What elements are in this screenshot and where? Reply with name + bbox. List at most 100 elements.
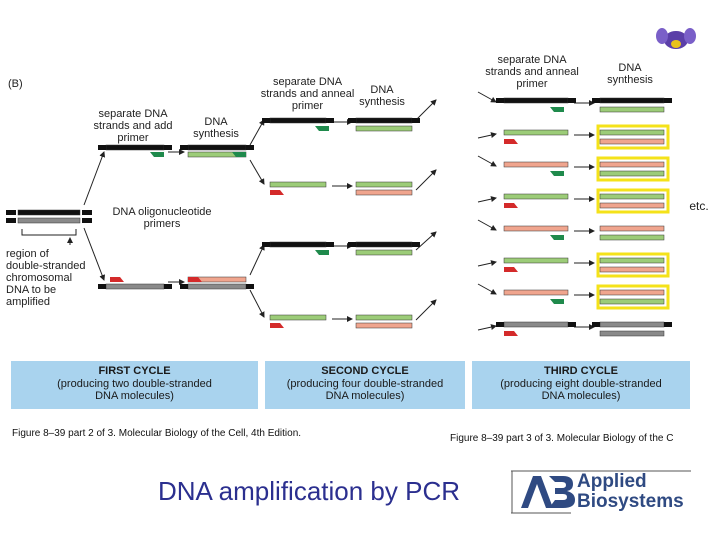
dna-strand	[355, 189, 413, 196]
label-oligo-primers: DNA oligonucleotide primers	[112, 206, 212, 230]
process-arrow	[249, 159, 265, 185]
process-arrow	[477, 132, 497, 139]
process-arrow	[477, 283, 497, 295]
dna-strand	[599, 330, 665, 337]
strand-end	[180, 145, 188, 150]
process-arrow	[249, 289, 265, 318]
process-arrow	[83, 227, 106, 281]
page-title: DNA amplification by PCR	[158, 476, 460, 506]
dna-strand	[599, 97, 665, 104]
strand-end	[82, 218, 92, 223]
region-bracket	[21, 229, 77, 236]
process-arrow	[415, 169, 437, 191]
strand-end	[164, 284, 172, 289]
dna-strand	[503, 97, 569, 104]
process-arrow	[477, 260, 497, 267]
label-region: region of double-stranded chromosomal DN…	[6, 248, 86, 308]
dna-strand	[269, 181, 327, 188]
process-arrow	[477, 91, 497, 103]
strand-end	[82, 210, 92, 215]
dna-strand	[355, 125, 413, 132]
cycle-box-third: THIRD CYCLE (producing eight double-stra…	[472, 361, 690, 409]
cycle-subtitle: (producing eight double-stranded DNA mol…	[500, 378, 662, 402]
dna-strand	[599, 106, 665, 113]
strand-end	[592, 322, 600, 327]
strand-end	[6, 210, 16, 215]
label-separate-anneal-primer-2: separate DNA strands and anneal primer	[260, 76, 355, 112]
primer	[504, 139, 518, 144]
process-arrow	[415, 231, 437, 251]
dna-strand	[355, 241, 413, 248]
primer	[270, 190, 284, 195]
strand-end	[412, 242, 420, 247]
process-arrow	[83, 151, 106, 206]
primer	[504, 203, 518, 208]
label-dna-synthesis-2: DNA synthesis	[359, 84, 405, 108]
highlight-box	[596, 252, 670, 278]
panel-label: (B)	[8, 78, 23, 90]
strand-end	[348, 242, 356, 247]
process-arrow	[249, 244, 265, 276]
dna-strand	[503, 321, 569, 328]
primer	[315, 250, 329, 255]
process-arrow	[415, 99, 437, 121]
highlight-box	[596, 188, 670, 214]
strand-end	[326, 242, 334, 247]
dna-strand	[355, 181, 413, 188]
highlight-box	[596, 156, 670, 182]
dna-strand	[599, 266, 665, 273]
dna-strand	[503, 289, 569, 296]
primer-red	[188, 277, 202, 282]
dna-strand	[503, 161, 569, 168]
dna-strand	[503, 129, 569, 136]
caption-part2: Figure 8–39 part 2 of 3. Molecular Biolo…	[12, 428, 302, 439]
chromosomal-dna-strand	[17, 217, 81, 224]
strand-end	[496, 322, 504, 327]
dna-strand	[503, 193, 569, 200]
strand-end	[412, 118, 420, 123]
corner-flower-icon	[656, 28, 696, 49]
primer-green	[150, 152, 164, 157]
dna-strand	[599, 289, 665, 296]
dna-strand	[599, 225, 665, 232]
caption-part3: Figure 8–39 part 3 of 3. Molecular Biolo…	[450, 433, 674, 444]
primer	[504, 267, 518, 272]
cycle-title: FIRST CYCLE	[98, 365, 171, 377]
cycle-box-first: FIRST CYCLE (producing two double-strand…	[11, 361, 258, 409]
label-dna-synthesis-3: DNA synthesis	[607, 62, 653, 86]
dna-strand	[599, 202, 665, 209]
dna-strand	[269, 314, 327, 321]
process-arrow	[477, 196, 497, 203]
dna-strand	[599, 129, 665, 136]
strand-end	[348, 118, 356, 123]
dna-strand	[599, 298, 665, 305]
dna-strand	[599, 234, 665, 241]
dna-strand	[599, 138, 665, 145]
strand-end	[664, 98, 672, 103]
dna-strand	[269, 117, 327, 124]
dna-strand	[105, 144, 165, 151]
cycle-subtitle: (producing two double-stranded DNA molec…	[57, 378, 212, 402]
dna-strand	[355, 322, 413, 329]
primer	[315, 126, 329, 131]
primer-green	[232, 152, 246, 157]
dna-strand	[599, 321, 665, 328]
dna-strand	[599, 161, 665, 168]
strand-end	[164, 145, 172, 150]
logo-text: Applied Biosystems	[577, 471, 684, 512]
strand-end	[180, 284, 188, 289]
cycle-box-second: SECOND CYCLE (producing four double-stra…	[265, 361, 465, 409]
dna-strand	[355, 249, 413, 256]
cycle-title: SECOND CYCLE	[321, 365, 409, 377]
highlight-box	[596, 284, 670, 310]
process-arrow	[477, 155, 497, 167]
label-etc: etc.	[689, 199, 709, 213]
label-separate-anneal-primer-3: separate DNA strands and anneal primer	[485, 54, 579, 90]
strand-end	[98, 145, 106, 150]
process-arrow	[249, 119, 265, 146]
strand-end	[98, 284, 106, 289]
dna-strand	[355, 314, 413, 321]
dna-strand	[599, 257, 665, 264]
dna-strand	[187, 144, 247, 151]
